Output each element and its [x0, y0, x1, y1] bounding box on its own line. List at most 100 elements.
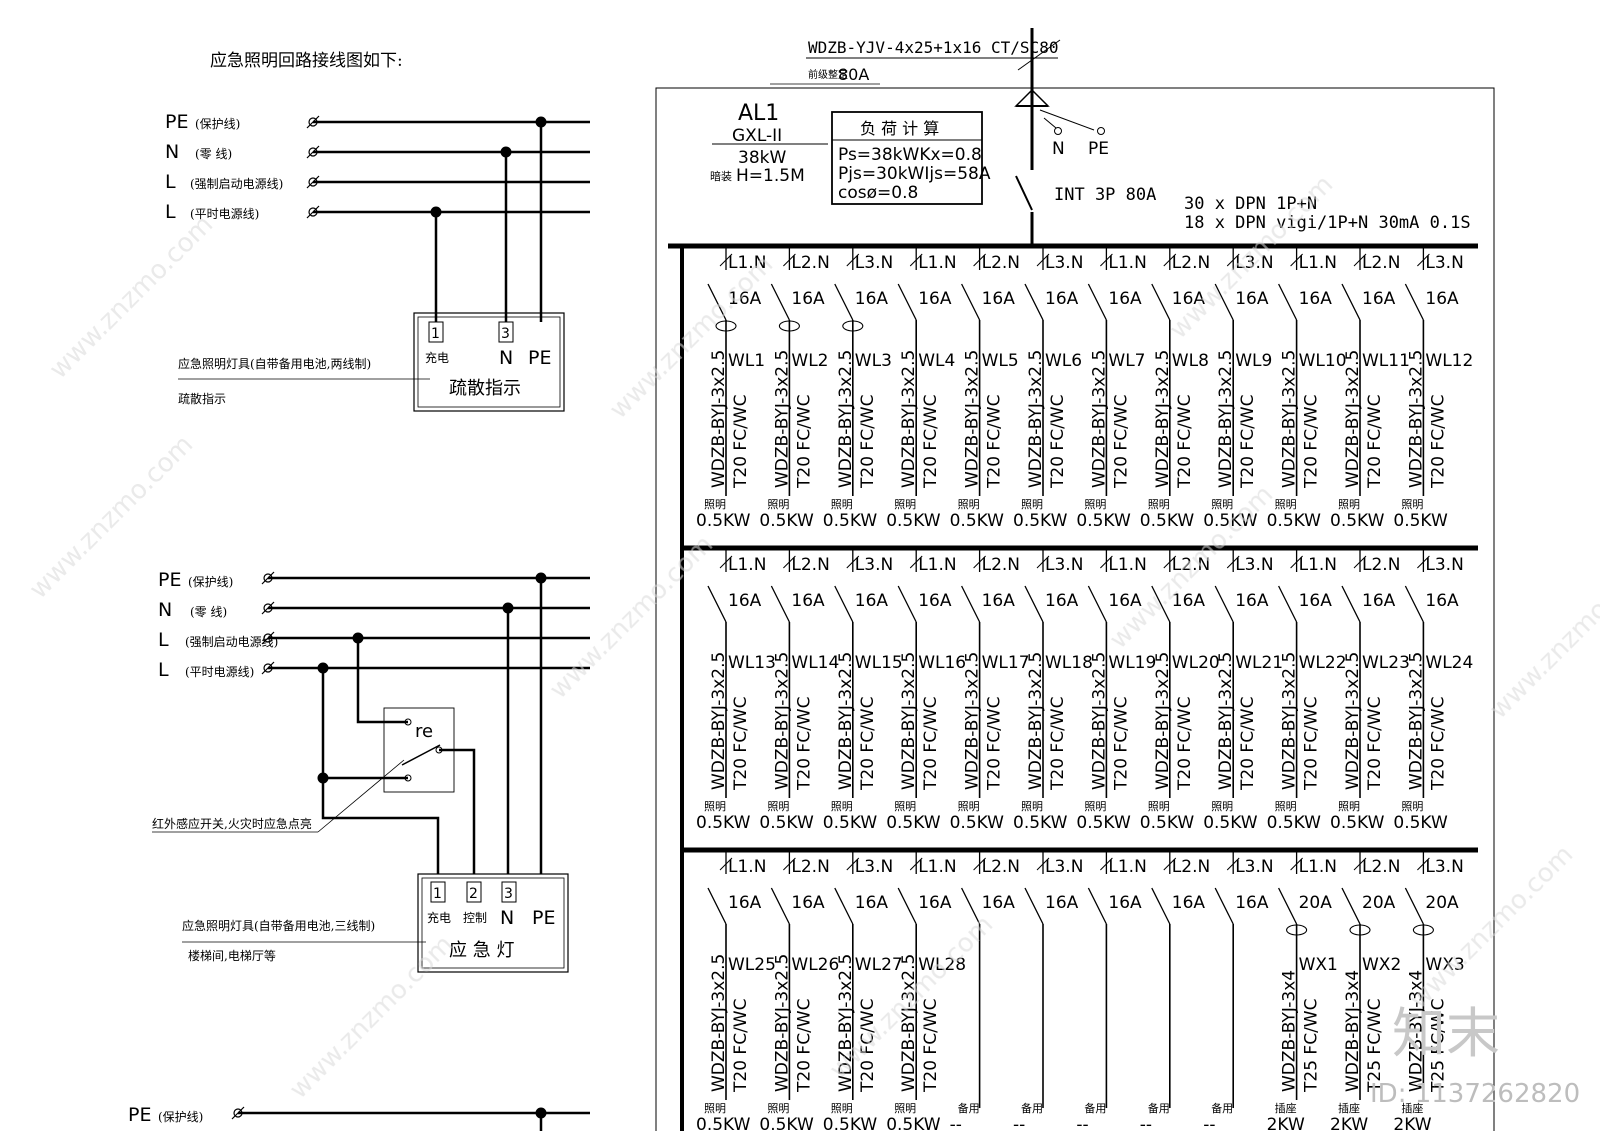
load-label: 0.5KW	[1330, 813, 1385, 833]
rating-label: 16A	[1172, 591, 1206, 611]
load-label: 0.5KW	[1203, 813, 1258, 833]
rating-label: 20A	[1299, 893, 1333, 913]
terminal-1: 1	[431, 326, 440, 342]
rcd-icon	[1349, 924, 1371, 936]
rating-label: 16A	[1235, 591, 1269, 611]
use-label: 照明	[1338, 498, 1360, 511]
phase-label: L2.N	[982, 555, 1020, 575]
load-label: 0.5KW	[1393, 813, 1448, 833]
load-label: 0.5KW	[1140, 511, 1195, 531]
rcd-icon	[778, 320, 800, 332]
fixture-callout: 应急照明灯具(自带备用电池,三线制)	[182, 918, 375, 933]
cable-spec: WDZB-BYJ-3x2.5	[772, 350, 792, 488]
sensor-label: re	[415, 721, 433, 742]
circuit-id: WL4	[918, 351, 955, 371]
use-label: 备用	[1148, 1101, 1170, 1115]
phase-label: L1.N	[918, 555, 956, 575]
breaker-contact	[1214, 585, 1234, 623]
tick-mark	[1226, 253, 1240, 267]
circuit-id: WL7	[1108, 351, 1145, 371]
phase-label: L3.N	[1045, 253, 1083, 273]
phase-label: L1.N	[1108, 253, 1146, 273]
l-force-note: (强制启动电源线)	[185, 635, 278, 649]
load-label: 0.5KW	[1267, 813, 1322, 833]
circuit-id: WL6	[1045, 351, 1082, 371]
tick-mark	[1036, 555, 1050, 569]
circuit-id: WL8	[1172, 351, 1209, 371]
rating-label: 16A	[918, 893, 952, 913]
load-label: 0.5KW	[823, 813, 878, 833]
control-label: 控制	[463, 911, 487, 925]
panel-mount-note: 暗装	[710, 169, 732, 183]
circuit-id: WL1	[728, 351, 765, 371]
breaker-contact	[1024, 283, 1044, 321]
phase-label: L2.N	[1172, 253, 1210, 273]
circuit-id: WL9	[1235, 351, 1272, 371]
use-label: 照明	[831, 800, 853, 813]
conduit-spec: T25 FC/WC	[1302, 999, 1322, 1093]
fixture-label: 疏散指示	[449, 378, 521, 399]
n-note: (零 线)	[190, 605, 227, 619]
circuit-id: WL12	[1425, 351, 1473, 371]
rating-label: 16A	[1235, 289, 1269, 309]
conduit-spec: T20 FC/WC	[858, 697, 878, 791]
cable-spec: WDZB-BYJ-3x2.5	[1089, 350, 1109, 488]
phase-label: L3.N	[1425, 253, 1463, 273]
use-label: 插座	[1275, 1101, 1297, 1115]
use-label: 照明	[767, 1102, 789, 1115]
circuit-id: WL21	[1235, 653, 1283, 673]
use-label: 照明	[1401, 800, 1423, 813]
n-label: N	[158, 599, 172, 621]
breaker-contact	[1087, 585, 1107, 623]
incoming-sub: 前级整定	[808, 68, 848, 81]
circuit-id: WL15	[855, 653, 903, 673]
phase-label: L2.N	[982, 253, 1020, 273]
cable-spec: WDZB-BYJ-3x2.5	[1026, 652, 1046, 790]
load-label: 0.5KW	[886, 1115, 941, 1131]
breaker-contact	[1151, 887, 1171, 925]
tick-mark	[783, 857, 796, 871]
tick-mark	[973, 555, 986, 569]
terminal-1: 1	[433, 886, 442, 902]
cable-spec: WDZB-BYJ-3x2.5	[899, 954, 919, 1092]
tick-mark	[909, 857, 923, 871]
use-label: 照明	[1275, 800, 1297, 813]
use-label: 照明	[894, 800, 916, 813]
breaker-contact	[897, 887, 917, 925]
load-calc-line-2: Pjs=30kWIjs=58A	[838, 164, 991, 184]
incoming-cable: WDZB-YJV-4x25+1x16 CT/SC80	[808, 38, 1058, 57]
circuit-id: WX1	[1299, 955, 1338, 975]
use-label: 照明	[1084, 800, 1106, 813]
watermark-id: ID: 1137262820	[1370, 1079, 1580, 1109]
use-label: 备用	[958, 1101, 980, 1115]
main-breaker: INT 3P 80A	[1054, 185, 1156, 205]
use-label: 照明	[894, 1102, 916, 1115]
cable-spec: WDZB-BYJ-3x2.5	[709, 652, 729, 790]
tick-mark	[1353, 857, 1367, 871]
cable-spec: WDZB-BYJ-3x2.5	[1153, 350, 1173, 488]
load-label: 0.5KW	[1076, 813, 1131, 833]
conduit-spec: T20 FC/WC	[731, 395, 751, 489]
use-label: 照明	[958, 800, 980, 813]
cable-spec: WDZB-BYJ-3x4	[1280, 970, 1300, 1092]
conduit-spec: T20 FC/WC	[921, 999, 941, 1093]
spd-icon	[1014, 88, 1105, 150]
circuit-id: WL17	[982, 653, 1030, 673]
phase-label: L1.N	[728, 253, 766, 273]
breaker-note-1: 30 x DPN 1P+N	[1184, 194, 1317, 214]
tick-mark	[1417, 555, 1430, 569]
cable-spec: WDZB-BYJ-3x2.5	[1280, 350, 1300, 488]
circuit-id: WL26	[791, 955, 839, 975]
conduit-spec: T20 FC/WC	[1428, 697, 1448, 791]
breaker-contact	[770, 283, 790, 321]
use-label: 照明	[767, 800, 789, 813]
load-label: 0.5KW	[759, 1115, 814, 1131]
breaker-contact	[1278, 585, 1298, 623]
terminal-3: 3	[504, 886, 513, 902]
conduit-spec: T20 FC/WC	[858, 999, 878, 1093]
cable-spec: WDZB-BYJ-3x2.5	[836, 954, 856, 1092]
use-label: 照明	[831, 1102, 853, 1115]
circuit-id: WL25	[728, 955, 776, 975]
fixture-callout-sub: 楼梯间,电梯厅等	[188, 948, 276, 963]
